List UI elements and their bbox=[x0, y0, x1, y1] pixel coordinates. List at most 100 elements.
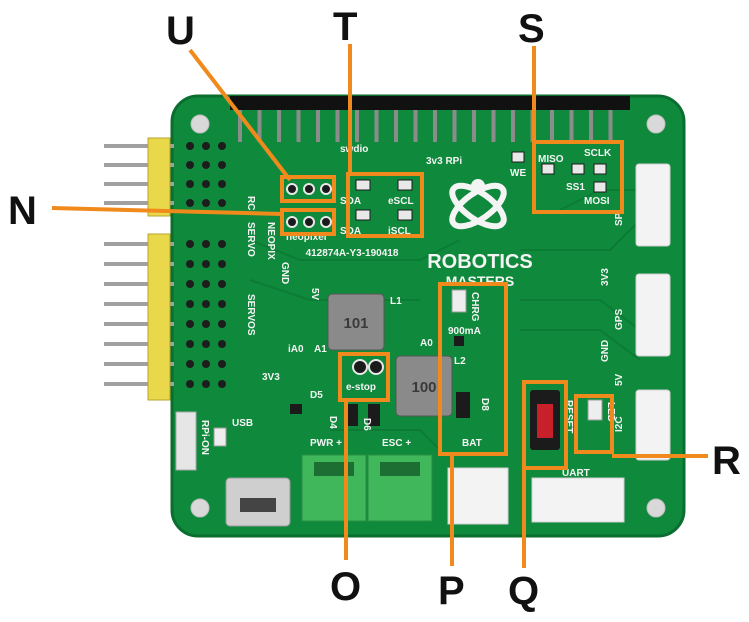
label-neopixel: neopixel bbox=[286, 232, 327, 243]
gpio-pin bbox=[296, 112, 301, 142]
header-hole bbox=[202, 161, 210, 169]
header-hole bbox=[186, 360, 194, 368]
gpio-pin bbox=[374, 112, 379, 142]
status-led bbox=[587, 399, 603, 421]
left-servo-pins bbox=[104, 144, 174, 386]
box-t bbox=[346, 172, 424, 238]
leader-n bbox=[51, 206, 283, 216]
label-uart: UART bbox=[562, 468, 590, 479]
gpio-pin bbox=[335, 112, 340, 142]
label-spi: SPI bbox=[614, 210, 625, 226]
rc-header bbox=[147, 137, 171, 217]
header-hole bbox=[202, 300, 210, 308]
label-ia0: iA0 bbox=[288, 344, 304, 355]
callout-u: U bbox=[166, 9, 195, 53]
leader-u bbox=[188, 48, 292, 182]
label-l1: L1 bbox=[390, 296, 402, 307]
leader-lines bbox=[51, 44, 708, 568]
servo-pin bbox=[104, 322, 174, 326]
header-hole bbox=[218, 142, 226, 150]
serial-number: 412874A-Y3-190418 bbox=[306, 248, 399, 259]
uart-connector bbox=[531, 477, 625, 523]
gpio-pin bbox=[452, 112, 457, 142]
header-hole bbox=[186, 380, 194, 388]
logo-line-1: ROBOTICS bbox=[427, 251, 533, 273]
header-hole bbox=[202, 199, 210, 207]
callout-o: O bbox=[330, 565, 361, 609]
gpio-pin bbox=[238, 112, 242, 142]
label-3v3-left: 3V3 bbox=[262, 372, 280, 383]
gpio-pin bbox=[433, 112, 437, 142]
label-a1: A1 bbox=[314, 344, 327, 355]
header-hole bbox=[202, 280, 210, 288]
header-hole bbox=[218, 199, 226, 207]
gpio-pin bbox=[472, 112, 476, 142]
header-hole bbox=[218, 360, 226, 368]
header-hole bbox=[202, 340, 210, 348]
callout-q: Q bbox=[508, 569, 539, 613]
servo-pin bbox=[104, 362, 174, 366]
header-hole bbox=[186, 300, 194, 308]
micro-usb-opening bbox=[240, 498, 276, 512]
label-gnd: GND bbox=[279, 262, 290, 284]
label-5v-right: 5V bbox=[614, 373, 625, 386]
reset-button-cap bbox=[537, 404, 553, 438]
gpio-pin bbox=[491, 112, 496, 142]
label-ss1: SS1 bbox=[566, 182, 585, 193]
i2c-connector bbox=[635, 389, 671, 461]
header-hole bbox=[186, 280, 194, 288]
label-d4: D4 bbox=[327, 416, 338, 429]
left-header-holes bbox=[186, 142, 226, 388]
label-d5: D5 bbox=[310, 390, 323, 401]
label-mosi: MOSI bbox=[584, 196, 610, 207]
label-escl: eSCL bbox=[388, 196, 414, 207]
gpio-pin bbox=[589, 112, 593, 142]
label-rc: RC bbox=[245, 196, 256, 210]
label-servos: SERVOS bbox=[245, 294, 256, 336]
servo-pin bbox=[104, 163, 174, 167]
gpio-pin bbox=[511, 112, 515, 142]
gpio-pin bbox=[413, 112, 418, 142]
label-gps: GPS bbox=[614, 309, 625, 330]
header-hole bbox=[186, 240, 194, 248]
box-r bbox=[574, 394, 614, 454]
label-swdio: swdio bbox=[340, 144, 368, 155]
inductor-l1-marking: 101 bbox=[343, 315, 368, 332]
box-n bbox=[280, 208, 336, 236]
smd-components bbox=[290, 336, 470, 426]
highlight-boxes bbox=[280, 140, 624, 470]
box-o bbox=[338, 352, 390, 402]
box-u bbox=[280, 175, 336, 203]
gpio-header-base bbox=[230, 96, 630, 110]
servo-pin bbox=[104, 242, 174, 246]
servo-pin bbox=[104, 302, 174, 306]
label-l2: L2 bbox=[454, 356, 466, 367]
header-hole bbox=[186, 142, 194, 150]
box-s bbox=[532, 140, 624, 214]
usb-led bbox=[213, 427, 227, 447]
callout-p: P bbox=[438, 569, 465, 613]
label-5v: 5V bbox=[309, 288, 320, 301]
gpio-pin bbox=[355, 112, 359, 142]
header-hole bbox=[202, 142, 210, 150]
label-900ma: 900mA bbox=[448, 326, 481, 337]
header-hole bbox=[186, 180, 194, 188]
battery-connector bbox=[447, 467, 509, 525]
label-rpi: 3v3 RPi bbox=[426, 156, 462, 167]
header-hole bbox=[218, 380, 226, 388]
label-servo: SERVO bbox=[245, 222, 256, 257]
label-rpi-on: RPi-ON bbox=[199, 420, 210, 455]
box-p bbox=[438, 282, 508, 456]
callout-r: R bbox=[712, 439, 741, 483]
header-hole bbox=[186, 161, 194, 169]
servo-pin bbox=[104, 262, 174, 266]
label-d6: D6 bbox=[361, 418, 372, 431]
header-hole bbox=[186, 340, 194, 348]
header-hole bbox=[218, 300, 226, 308]
header-hole bbox=[218, 180, 226, 188]
jumper-pads bbox=[355, 151, 607, 221]
label-sclk: SCLK bbox=[584, 148, 612, 159]
header-hole bbox=[218, 340, 226, 348]
gpio-pin bbox=[569, 112, 574, 142]
